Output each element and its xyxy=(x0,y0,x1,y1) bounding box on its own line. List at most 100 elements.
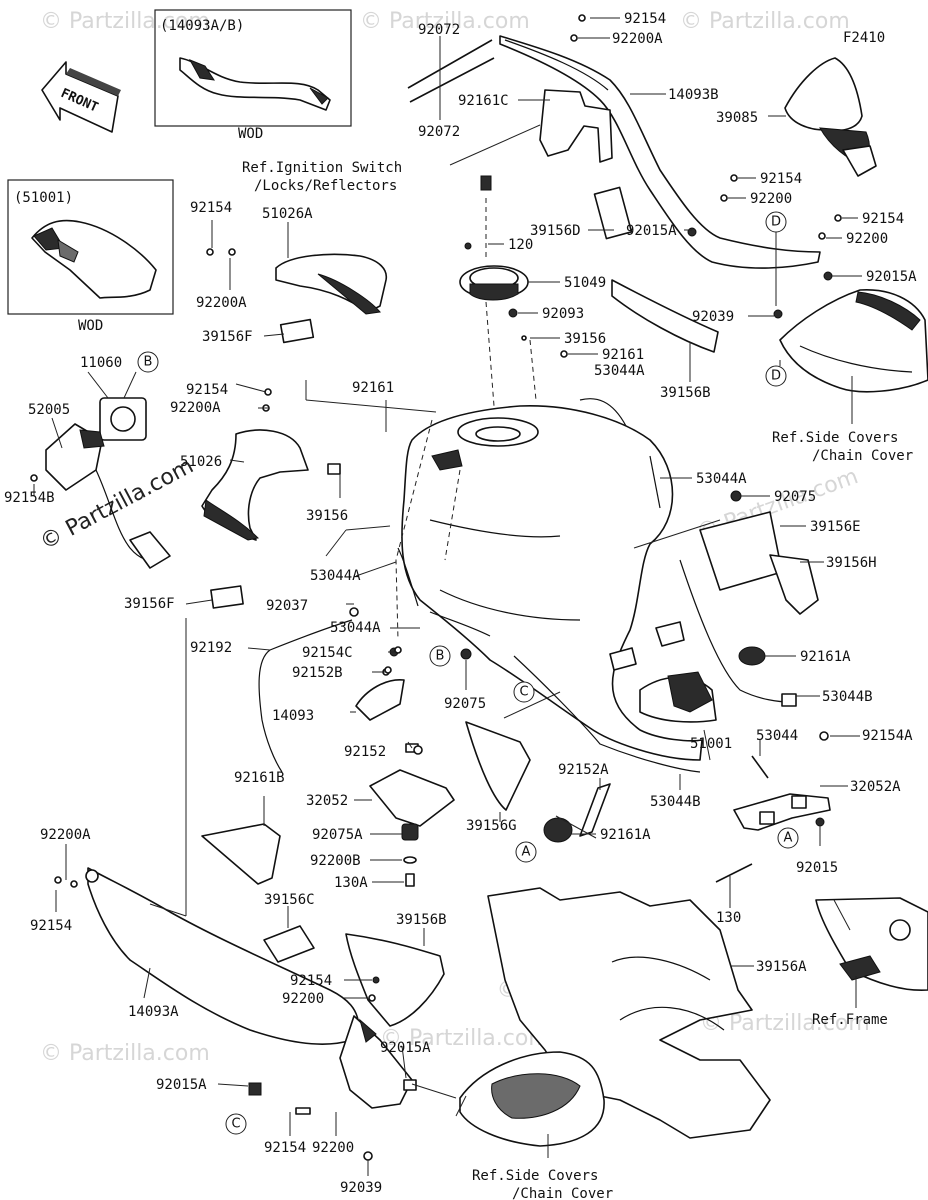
part-number: 51001 xyxy=(690,736,732,752)
part-number: 92161A xyxy=(800,649,851,665)
pad-39156b xyxy=(345,933,445,1027)
part-number: 92200A xyxy=(612,31,663,47)
part-number: 92200A xyxy=(196,295,247,311)
part-number: 53044A xyxy=(310,568,361,584)
leader-lines xyxy=(33,17,862,1176)
part-number: 92200A xyxy=(40,827,91,843)
ref-side-covers-top-line1: Ref.Side Covers xyxy=(772,430,898,446)
part-number: 92015A xyxy=(156,1077,207,1093)
callout-circles: B D D B C A A C xyxy=(137,211,799,1135)
part-number: 92093 xyxy=(542,306,584,322)
part-number: 39156D xyxy=(530,223,581,239)
part-number: 92037 xyxy=(266,598,308,614)
diagram-code: F2410 xyxy=(843,30,885,46)
part-number: 92200 xyxy=(846,231,888,247)
part-number: 51026 xyxy=(180,454,222,470)
part-number: 39156C xyxy=(264,892,315,908)
inset-51001: (51001) WOD xyxy=(7,179,174,334)
part-number: 92154 xyxy=(624,11,666,27)
pad-39156h xyxy=(769,554,819,615)
reference-notes: Ref.Ignition Switch /Locks/Reflectors Re… xyxy=(242,160,913,1200)
part-number: 39156F xyxy=(124,596,175,612)
part-number: 39156G xyxy=(466,818,517,834)
part-number: 14093B xyxy=(668,87,719,103)
part-number: 92075 xyxy=(444,696,486,712)
part-number: 39156 xyxy=(306,508,348,524)
part-number: 92075 xyxy=(774,489,816,505)
part-number: 32052 xyxy=(306,793,348,809)
part-number: 39156H xyxy=(826,555,877,571)
part-number: 92015A xyxy=(866,269,917,285)
part-number: 92015 xyxy=(796,860,838,876)
grommet-39156 xyxy=(327,463,341,475)
part-number: 92015A xyxy=(380,1040,431,1056)
part-number: 92072 xyxy=(418,22,460,38)
cover-51026 xyxy=(201,429,309,609)
part-number: 14093 xyxy=(272,708,314,724)
part-number: 92152 xyxy=(344,744,386,760)
bracket-32052 xyxy=(369,769,455,827)
part-number: 92152B xyxy=(292,665,343,681)
bracket-92161b xyxy=(201,823,281,885)
lower-cowl-14093a xyxy=(85,867,413,1109)
ref-side-covers-bottom-line2: /Chain Cover xyxy=(512,1186,613,1200)
part-number: 92072 xyxy=(418,124,460,140)
part-number: 11060 xyxy=(80,355,122,371)
part-number: 92154 xyxy=(760,171,802,187)
circle-c-label: C xyxy=(231,1117,240,1132)
inset-note: WOD xyxy=(78,318,103,334)
circle-d-label: D xyxy=(771,215,781,230)
part-number: 51049 xyxy=(564,275,606,291)
part-number: 39156 xyxy=(564,331,606,347)
part-number: 130A xyxy=(334,875,368,891)
seat-cowl-39085 xyxy=(784,57,877,177)
part-number: 92154 xyxy=(264,1140,306,1156)
watermark-text: © Partzilla.com xyxy=(40,1041,210,1066)
side-cover-ref-bottom xyxy=(403,1051,605,1147)
part-number: 92154 xyxy=(290,973,332,989)
part-number: 120 xyxy=(508,237,533,253)
part-number: 92154 xyxy=(862,211,904,227)
inset-note: WOD xyxy=(238,126,263,142)
circle-b-label: B xyxy=(436,649,445,664)
pad-39156g xyxy=(465,721,531,811)
part-labels: 92154 92200A 92072 92072 92161C 14093B 3… xyxy=(4,11,917,1196)
watermark-text: © Partzilla.com xyxy=(380,1026,550,1051)
part-number: 92161 xyxy=(602,347,644,363)
ref-ignition-line1: Ref.Ignition Switch xyxy=(242,160,402,176)
part-number: 92154A xyxy=(862,728,913,744)
ref-side-covers-top-line2: /Chain Cover xyxy=(812,448,913,464)
inset-code: (14093A/B) xyxy=(160,18,244,34)
fuel-tank-51001 xyxy=(401,405,717,761)
part-number: 52005 xyxy=(28,402,70,418)
ref-frame: Ref.Frame xyxy=(812,1012,888,1028)
part-number: 130 xyxy=(716,910,741,926)
fuel-cap-51049 xyxy=(459,175,529,318)
part-number: 92039 xyxy=(340,1180,382,1196)
pad-39156c xyxy=(263,925,315,963)
bracket-14093 xyxy=(355,679,405,721)
part-number: 92075A xyxy=(312,827,363,843)
part-number: 92192 xyxy=(190,640,232,656)
circle-c-label: C xyxy=(519,685,528,700)
frame-ref xyxy=(815,897,928,991)
ref-side-covers-bottom-line1: Ref.Side Covers xyxy=(472,1168,598,1184)
part-number: 92200B xyxy=(310,853,361,869)
part-number: 53044A xyxy=(594,363,645,379)
part-number: 92152A xyxy=(558,762,609,778)
watermark-text: © Partzilla.com xyxy=(680,9,850,34)
part-number: 92154 xyxy=(190,200,232,216)
part-number: 39156F xyxy=(202,329,253,345)
part-number: 39156B xyxy=(660,385,711,401)
part-number: 92200 xyxy=(750,191,792,207)
watermark-text: © Partzilla.com xyxy=(40,9,210,34)
part-number: 92161A xyxy=(600,827,651,843)
part-number: 32052A xyxy=(850,779,901,795)
bracket-32052a xyxy=(733,793,831,831)
part-number: 92200 xyxy=(312,1140,354,1156)
part-number: 39156E xyxy=(810,519,861,535)
part-number: 92154 xyxy=(186,382,228,398)
inset-14093ab: (14093A/B) WOD xyxy=(154,9,352,142)
circle-d-label: D xyxy=(771,369,781,384)
